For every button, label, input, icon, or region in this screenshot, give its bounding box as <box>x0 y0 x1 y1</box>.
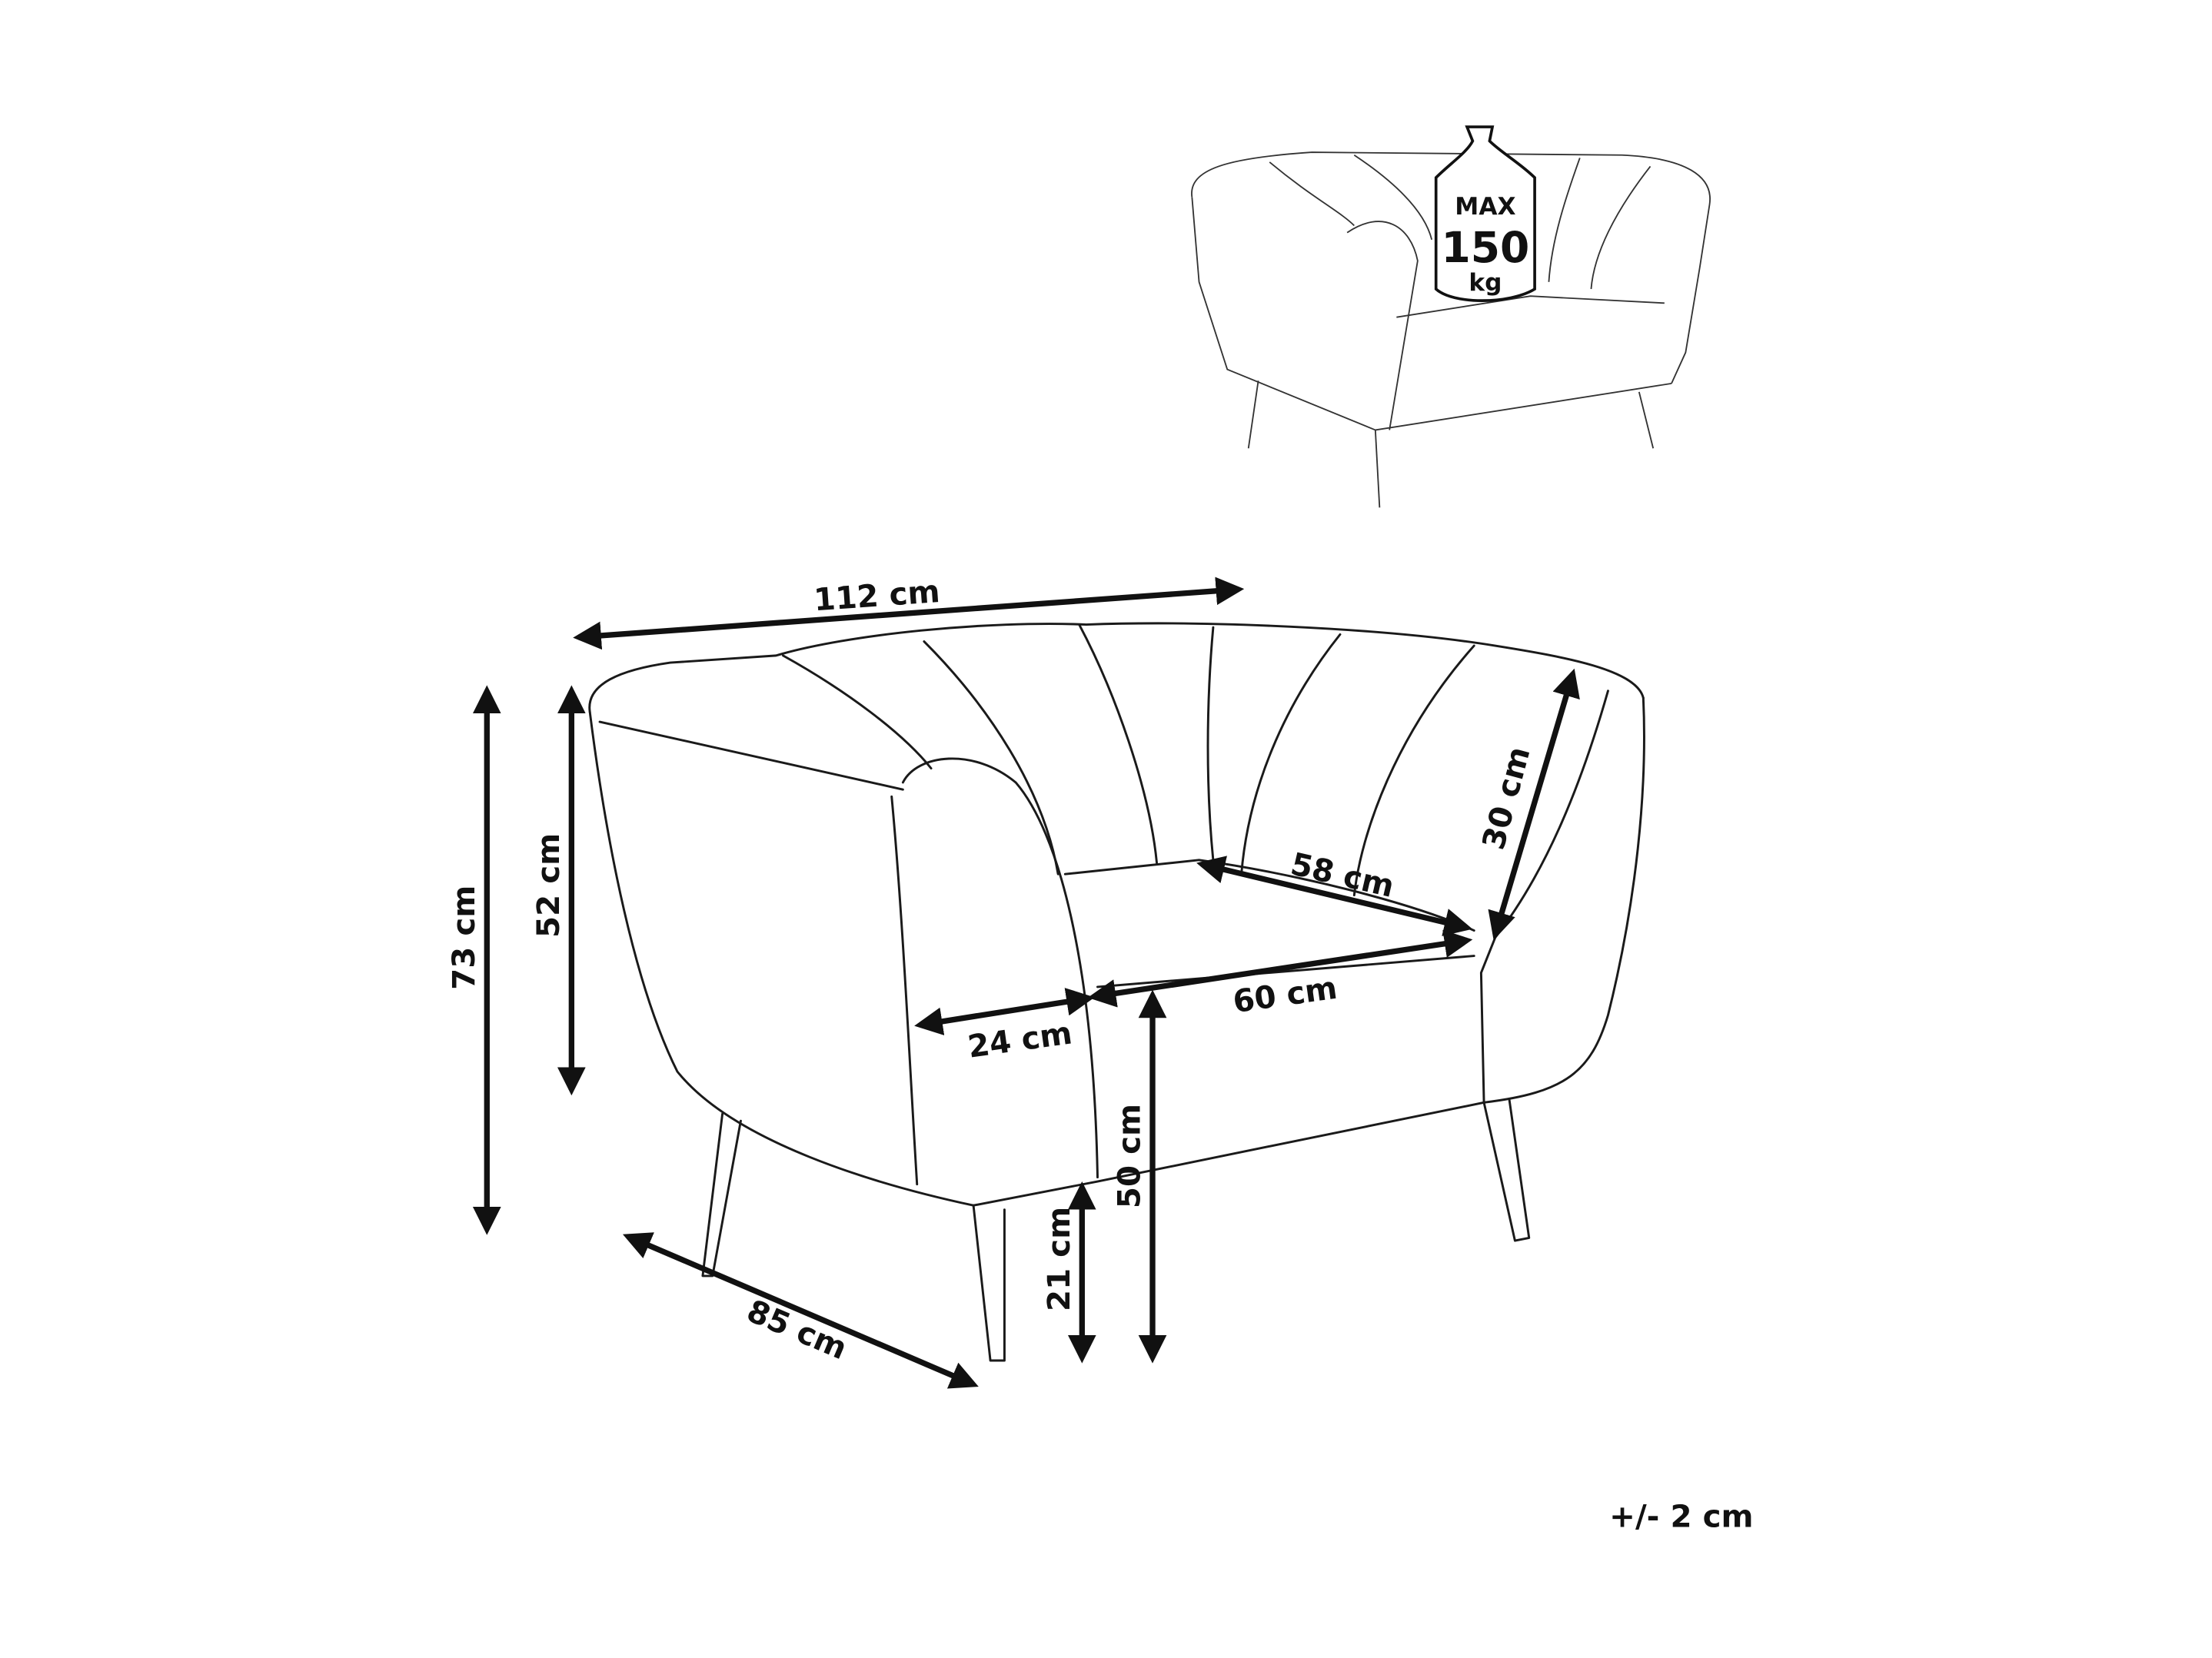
width-label: 112 cm <box>813 573 941 618</box>
main-armchair-illustration <box>588 622 1645 1362</box>
arm-height-label: 30 cm <box>1475 743 1538 853</box>
small-armchair-illustration: MAX 150 kg <box>1191 125 1711 508</box>
total-height-label: 73 cm <box>446 885 482 990</box>
seat-width-label: 60 cm <box>1231 970 1339 1020</box>
weight-max-label: MAX <box>1455 193 1515 221</box>
back-height-label: 52 cm <box>531 833 567 938</box>
dimension-lines <box>472 576 1580 1389</box>
depth-label: 85 cm <box>742 1293 853 1367</box>
weight-value: 150 <box>1441 223 1529 272</box>
tolerance-label: +/- 2 cm <box>1609 1498 1753 1534</box>
weight-unit: kg <box>1469 269 1502 297</box>
weight-limit-icon: MAX 150 kg <box>1434 125 1536 302</box>
arm-width-label: 24 cm <box>966 1015 1074 1065</box>
leg-height-label: 21 cm <box>1041 1207 1077 1311</box>
seat-height-label: 50 cm <box>1112 1104 1148 1208</box>
